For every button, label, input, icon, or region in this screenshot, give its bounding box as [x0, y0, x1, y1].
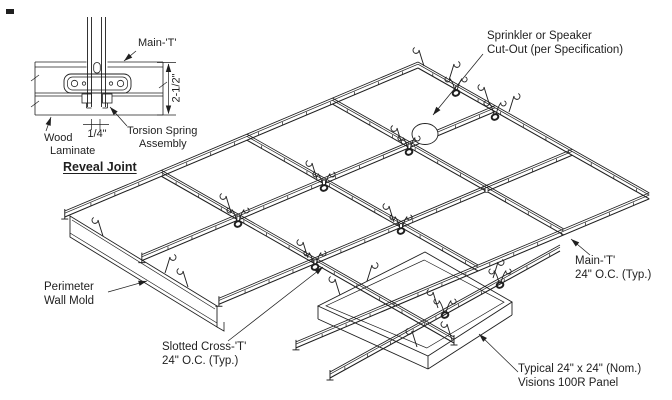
- detail-wood-laminate-label-line1: Wood: [44, 132, 73, 144]
- detail-height-dimension: 2-1/2": [170, 73, 183, 103]
- perimeter-wall-mold-label-line1: Perimeter: [44, 281, 94, 293]
- main-t-spacing-label-line1: Main-'T': [575, 255, 616, 267]
- sprinkler-cutout-circle: [411, 123, 439, 145]
- sprinkler-cutout-label-line2: Cut-Out (per Specification): [487, 44, 624, 56]
- panel-label: Typical 24" x 24" (Nom.) Visions 100R Pa…: [518, 362, 641, 390]
- panel-label-line1: Typical 24" x 24" (Nom.): [518, 363, 642, 375]
- sprinkler-cutout-label: Sprinkler or Speaker Cut-Out (per Specif…: [487, 29, 623, 57]
- detail-gap-dimension: 1/4": [87, 128, 107, 140]
- torsion-spring-clip: [495, 281, 505, 289]
- panel-label-line2: Visions 100R Panel: [518, 377, 619, 389]
- main-t-spacing-label: Main-'T' 24" O.C. (Typ.): [575, 254, 651, 282]
- detail-torsion-spring-label-line2: Assembly: [139, 138, 187, 150]
- slotted-cross-t-label-line2: 24" O.C. (Typ.): [162, 355, 239, 367]
- main-t-spacing-label-line2: 24" O.C. (Typ.): [575, 269, 652, 281]
- slotted-cross-t-label-line1: Slotted Cross-'T': [162, 341, 247, 353]
- torsion-spring-plate: [63, 73, 132, 94]
- slotted-cross-t-label: Slotted Cross-'T' 24" O.C. (Typ.): [162, 340, 246, 368]
- detail-torsion-spring-label-line1: Torsion Spring: [127, 125, 198, 137]
- perimeter-wall-mold-label: Perimeter Wall Mold: [44, 280, 94, 308]
- perimeter-wall-mold-label-line2: Wall Mold: [44, 295, 95, 307]
- sprinkler-cutout-label-line1: Sprinkler or Speaker: [487, 30, 592, 42]
- torsion-spring-clip: [490, 113, 500, 121]
- detail-wood-laminate-label-line2: Laminate: [50, 145, 96, 157]
- detail-title: Reveal Joint: [63, 160, 137, 174]
- detail-main-t-label: Main-'T': [138, 37, 177, 49]
